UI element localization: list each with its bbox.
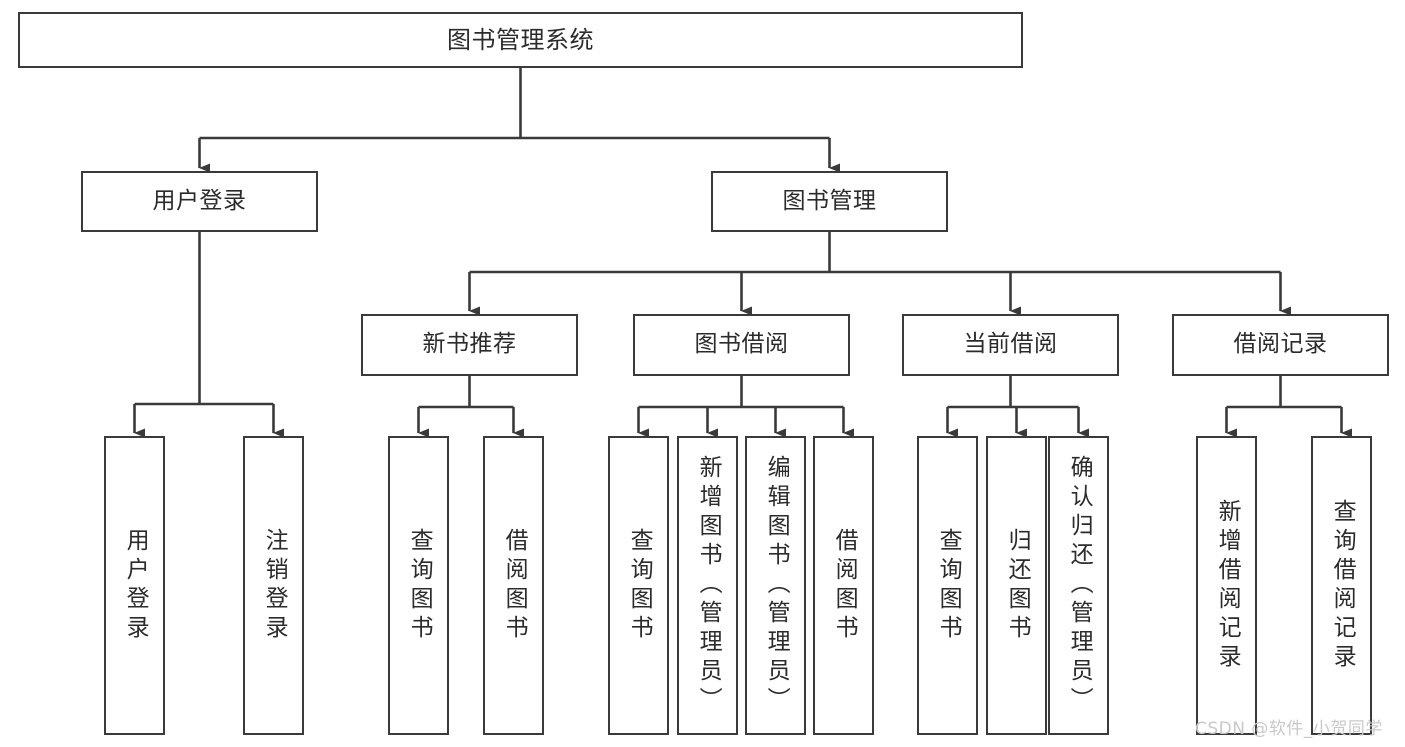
node-leaf-query-book-rec-label: 查询图书 xyxy=(406,527,433,644)
node-leaf-add-record[interactable]: 新增借阅记录 xyxy=(1196,436,1257,735)
node-leaf-user-login[interactable]: 用户登录 xyxy=(104,436,165,735)
node-root[interactable]: 图书管理系统 xyxy=(18,12,1023,68)
csdn-watermark: CSDN @软件_小贺同学 xyxy=(1195,719,1383,739)
node-leaf-query-book-borrow[interactable]: 查询图书 xyxy=(608,436,669,735)
node-leaf-borrow-book-rec-label: 借阅图书 xyxy=(501,527,528,644)
node-user-login[interactable]: 用户登录 xyxy=(81,171,318,232)
node-leaf-borrow-book-label: 借阅图书 xyxy=(831,527,858,644)
node-leaf-borrow-book[interactable]: 借阅图书 xyxy=(813,436,874,735)
node-leaf-add-record-label: 新增借阅记录 xyxy=(1214,498,1241,673)
node-leaf-add-book[interactable]: 新增图书（管理员） xyxy=(677,436,738,735)
node-book-manage-label: 图书管理 xyxy=(782,187,877,214)
node-new-book-rec[interactable]: 新书推荐 xyxy=(361,314,578,376)
node-leaf-query-book-borrow-label: 查询图书 xyxy=(626,527,653,644)
node-leaf-logout[interactable]: 注销登录 xyxy=(243,436,304,735)
node-user-login-label: 用户登录 xyxy=(152,187,247,214)
node-leaf-query-record-label: 查询借阅记录 xyxy=(1329,498,1356,673)
node-borrow-record[interactable]: 借阅记录 xyxy=(1172,314,1389,376)
node-book-borrow-label: 图书借阅 xyxy=(694,331,789,358)
node-leaf-user-login-label: 用户登录 xyxy=(122,527,149,644)
node-leaf-query-book-rec[interactable]: 查询图书 xyxy=(388,436,449,735)
node-leaf-edit-book-label: 编辑图书（管理员） xyxy=(763,455,790,716)
node-root-label: 图书管理系统 xyxy=(447,25,594,54)
node-new-book-rec-label: 新书推荐 xyxy=(422,331,517,358)
node-leaf-return-book-label: 归还图书 xyxy=(1004,527,1031,644)
node-leaf-query-book-cur-label: 查询图书 xyxy=(935,527,962,644)
node-borrow-record-label: 借阅记录 xyxy=(1233,331,1328,358)
node-current-borrow[interactable]: 当前借阅 xyxy=(902,314,1119,376)
node-leaf-logout-label: 注销登录 xyxy=(261,527,288,644)
node-leaf-edit-book[interactable]: 编辑图书（管理员） xyxy=(745,436,806,735)
node-leaf-query-record[interactable]: 查询借阅记录 xyxy=(1311,436,1372,735)
node-leaf-return-book[interactable]: 归还图书 xyxy=(986,436,1047,735)
node-leaf-query-book-cur[interactable]: 查询图书 xyxy=(917,436,978,735)
node-current-borrow-label: 当前借阅 xyxy=(963,331,1058,358)
node-book-manage[interactable]: 图书管理 xyxy=(711,171,948,232)
node-leaf-confirm-return-label: 确认归还（管理员） xyxy=(1066,455,1093,716)
node-leaf-borrow-book-rec[interactable]: 借阅图书 xyxy=(483,436,544,735)
node-leaf-confirm-return[interactable]: 确认归还（管理员） xyxy=(1048,436,1109,735)
node-leaf-add-book-label: 新增图书（管理员） xyxy=(695,455,722,716)
node-book-borrow[interactable]: 图书借阅 xyxy=(633,314,850,376)
